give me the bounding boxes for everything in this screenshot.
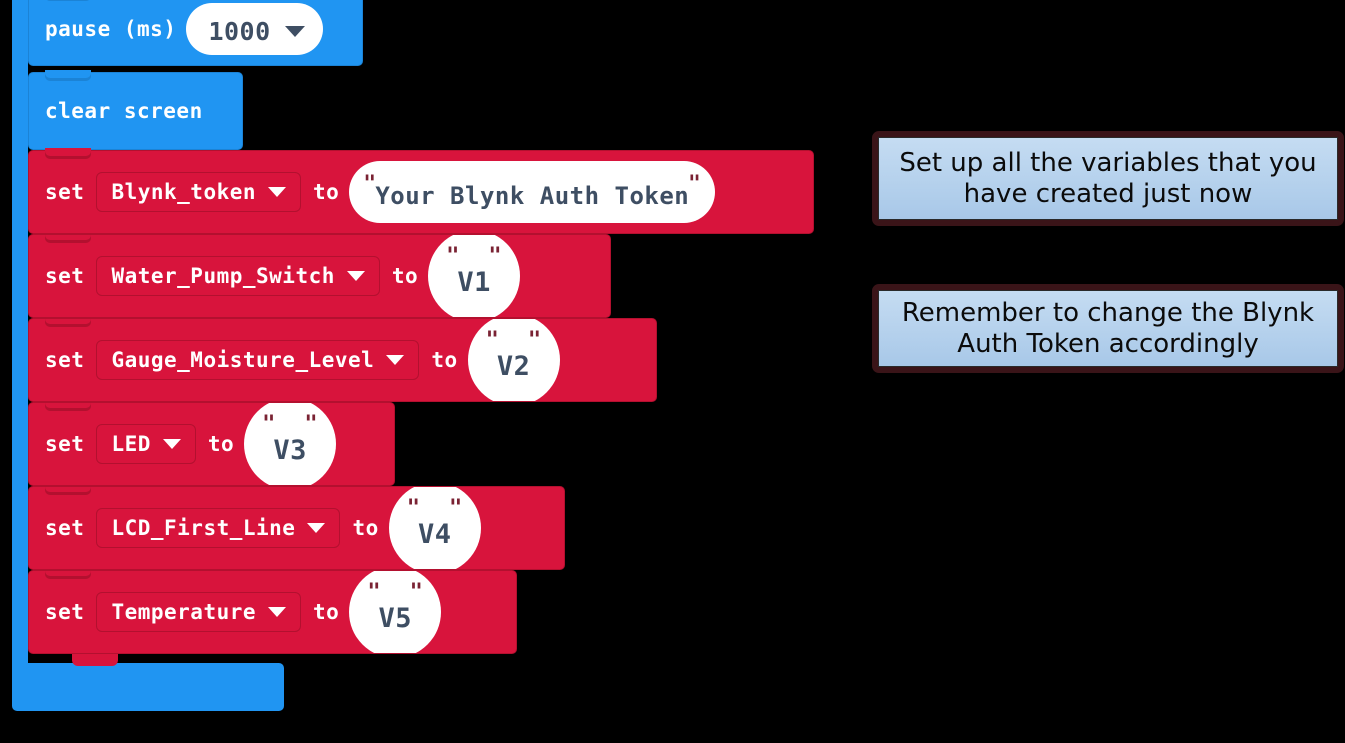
- chevron-down-icon[interactable]: [162, 439, 181, 449]
- variable-name: Gauge_Moisture_Level: [111, 348, 375, 372]
- quote-left: ": [262, 412, 276, 437]
- annotation-text: Remember to change the Blynk Auth Token …: [878, 290, 1338, 367]
- to-keyword-label: to: [313, 600, 340, 624]
- quote-right: ": [409, 580, 424, 605]
- to-keyword-label: to: [391, 264, 419, 288]
- chevron-down-icon[interactable]: [268, 187, 287, 197]
- block-clear-screen[interactable]: clear screen: [28, 70, 243, 150]
- string-value-field[interactable]: " V5 ": [349, 571, 442, 653]
- block-notch: [45, 0, 91, 1]
- chevron-down-icon[interactable]: [268, 607, 287, 617]
- chevron-down-icon[interactable]: [284, 25, 305, 37]
- string-value: Your Blynk Auth Token: [375, 182, 690, 210]
- quote-left: ": [485, 328, 500, 353]
- variable-name: Blynk_token: [111, 180, 257, 204]
- block-notch: [45, 70, 91, 81]
- block-set-variable[interactable]: set Water_Pump_Switch to " V1 ": [28, 234, 611, 318]
- block-set-variable[interactable]: set LED to " V3 ": [28, 402, 395, 486]
- string-value: V2: [496, 350, 531, 382]
- loop-wrapper-bottom-bar[interactable]: [12, 663, 284, 711]
- string-value-field[interactable]: " V3 ": [244, 403, 337, 485]
- string-value-field[interactable]: " V2 ": [467, 319, 560, 401]
- variable-dropdown[interactable]: Blynk_token: [96, 172, 302, 212]
- string-value-field[interactable]: " V4 ": [388, 487, 481, 569]
- string-value: V3: [273, 434, 307, 466]
- set-keyword-label: set: [45, 264, 85, 288]
- set-keyword-label: set: [45, 516, 85, 540]
- block-set-variable[interactable]: set Gauge_Moisture_Level to " V2 ": [28, 318, 657, 402]
- variable-dropdown[interactable]: Water_Pump_Switch: [96, 256, 380, 296]
- to-keyword-label: to: [313, 180, 340, 204]
- chevron-down-icon[interactable]: [346, 271, 365, 281]
- string-value-field[interactable]: " Your Blynk Auth Token ": [349, 161, 716, 223]
- block-notch: [45, 319, 91, 327]
- to-keyword-label: to: [352, 516, 379, 540]
- quote-right: ": [488, 244, 503, 269]
- annotation-callout: Set up all the variables that you have c…: [872, 131, 1344, 226]
- block-pause[interactable]: pause (ms) 1000: [28, 0, 363, 66]
- annotation-callout: Remember to change the Blynk Auth Token …: [872, 284, 1344, 373]
- chevron-down-icon[interactable]: [386, 355, 405, 365]
- block-notch: [45, 403, 91, 411]
- set-keyword-label: set: [45, 180, 85, 204]
- block-notch: [45, 148, 91, 159]
- annotation-text: Set up all the variables that you have c…: [878, 137, 1338, 220]
- quote-left: ": [367, 580, 382, 605]
- string-value: V4: [417, 518, 452, 550]
- block-notch: [45, 487, 91, 495]
- to-keyword-label: to: [207, 432, 235, 456]
- variable-name: LCD_First_Line: [111, 516, 296, 540]
- clear-screen-label: clear screen: [45, 99, 203, 123]
- quote-right: ": [688, 171, 702, 195]
- block-tail-notch: [72, 654, 118, 666]
- quote-right: ": [449, 496, 463, 521]
- string-value: V1: [457, 266, 491, 298]
- string-value: V5: [378, 602, 413, 634]
- chevron-down-icon[interactable]: [307, 523, 326, 533]
- variable-name: LED: [111, 432, 151, 456]
- block-notch: [45, 571, 91, 579]
- quote-left: ": [406, 496, 421, 521]
- block-set-variable[interactable]: set LCD_First_Line to " V4 ": [28, 486, 565, 570]
- quote-right: ": [304, 412, 319, 437]
- variable-dropdown[interactable]: Temperature: [96, 592, 302, 632]
- set-keyword-label: set: [45, 600, 85, 624]
- variable-dropdown[interactable]: LCD_First_Line: [96, 508, 341, 548]
- string-value-field[interactable]: " V1 ": [428, 235, 521, 317]
- quote-left: ": [363, 171, 377, 195]
- pause-label: pause (ms): [45, 17, 177, 41]
- block-set-variable[interactable]: set Temperature to " V5 ": [28, 570, 517, 654]
- pause-value-field[interactable]: 1000: [186, 3, 323, 55]
- block-notch: [45, 235, 91, 243]
- variable-dropdown[interactable]: LED: [96, 424, 196, 464]
- block-set-variable[interactable]: set Blynk_token to " Your Blynk Auth Tok…: [28, 148, 814, 234]
- quote-left: ": [446, 244, 460, 269]
- pause-value: 1000: [208, 16, 271, 46]
- variable-name: Temperature: [111, 600, 257, 624]
- to-keyword-label: to: [431, 348, 458, 372]
- quote-right: ": [527, 328, 542, 353]
- variable-dropdown[interactable]: Gauge_Moisture_Level: [96, 340, 420, 380]
- variable-name: Water_Pump_Switch: [111, 264, 335, 288]
- set-keyword-label: set: [45, 432, 85, 456]
- set-keyword-label: set: [45, 348, 85, 372]
- loop-wrapper-left-rail[interactable]: [12, 0, 28, 695]
